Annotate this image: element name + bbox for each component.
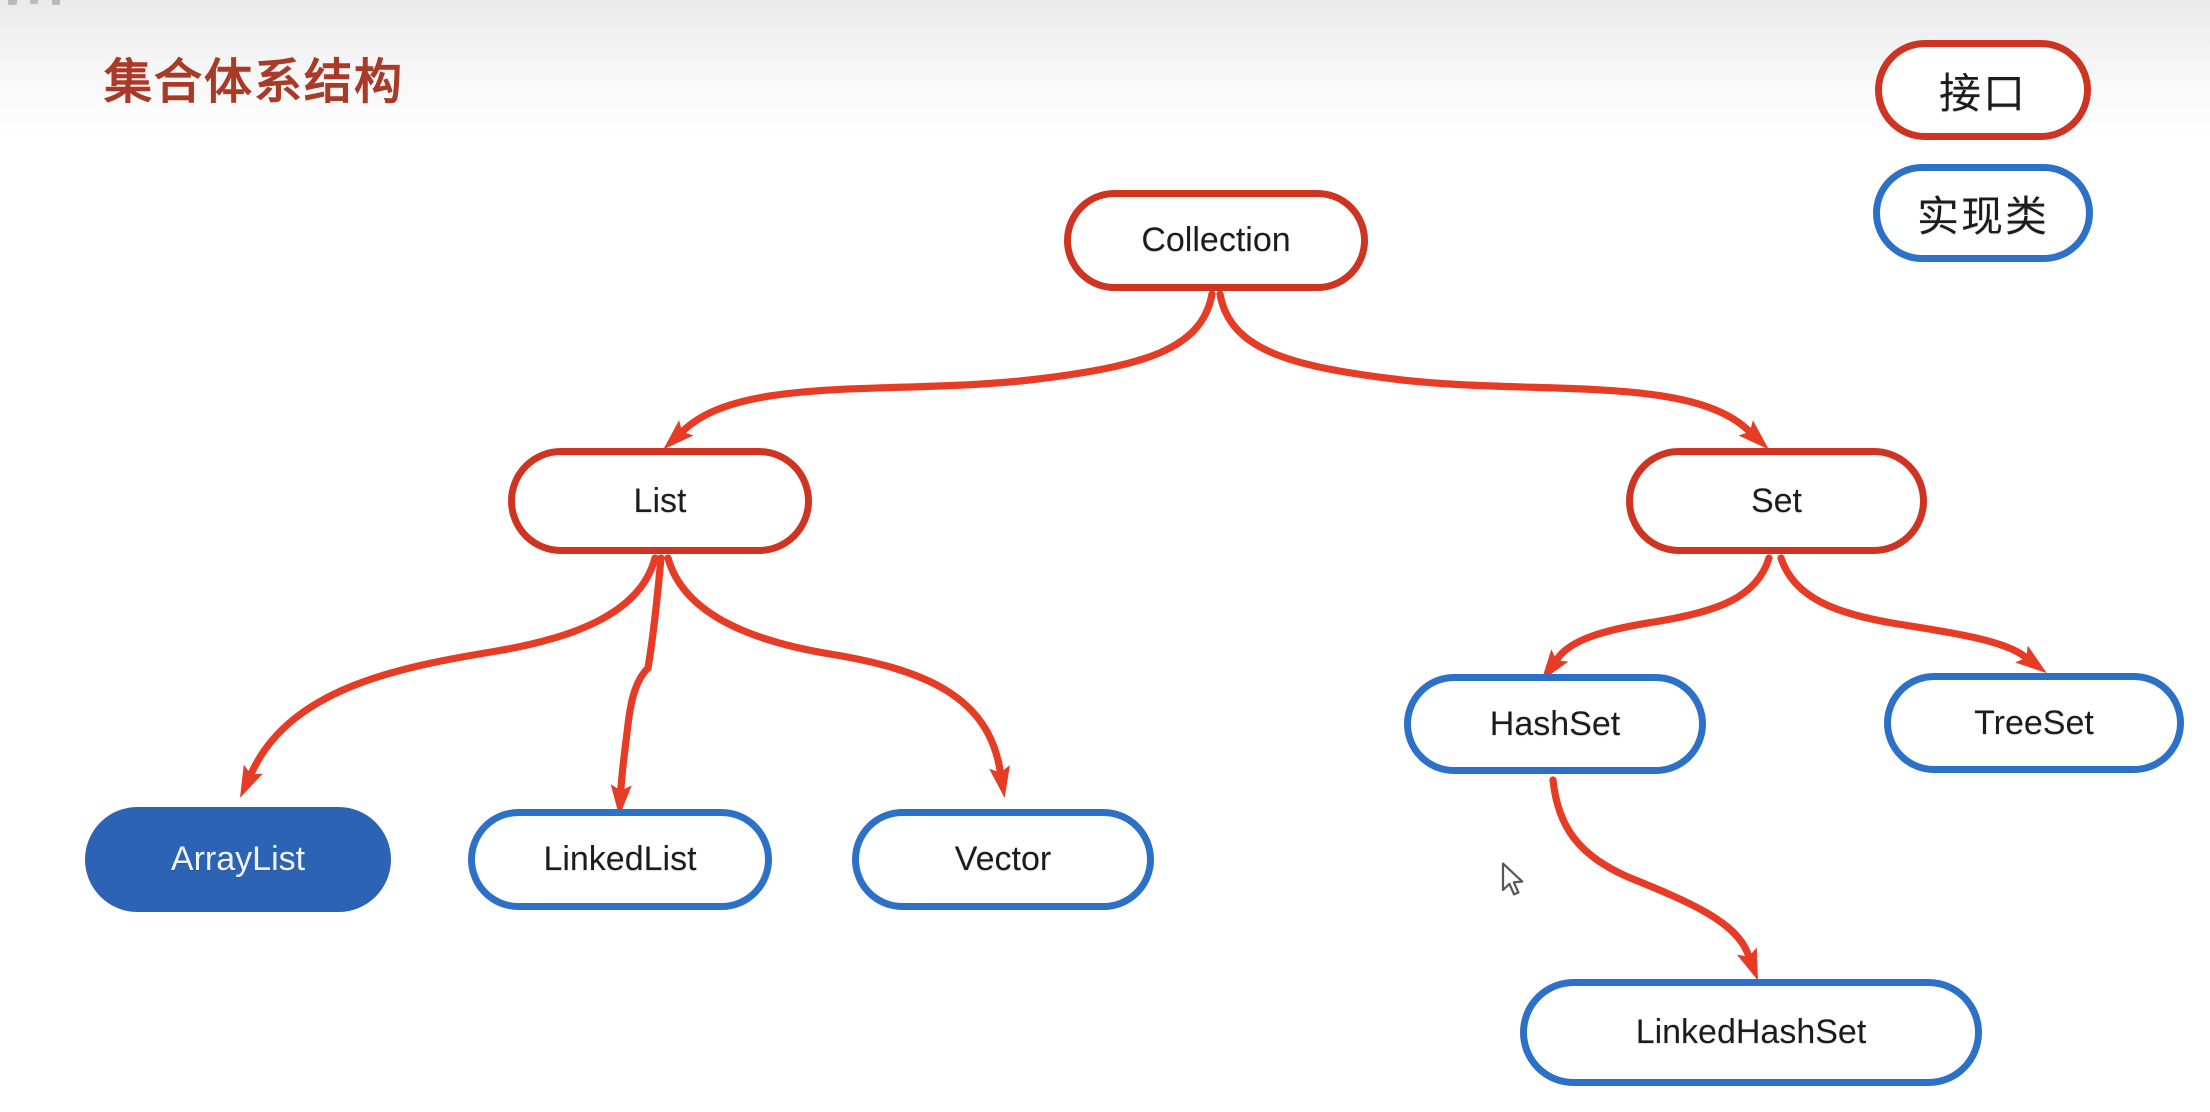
edge-hashset-to-linkedhashset	[1549, 776, 1759, 981]
node-linkedlist: LinkedList	[468, 809, 772, 910]
top-edge-speck	[30, 0, 38, 4]
node-hashset: HashSet	[1404, 674, 1706, 774]
node-treeset: TreeSet	[1884, 673, 2184, 773]
node-hashset-label: HashSet	[1489, 704, 1621, 743]
top-edge-speck	[8, 0, 17, 5]
node-collection-label: Collection	[1141, 221, 1291, 259]
node-set-label: Set	[1750, 481, 1803, 520]
node-vector: Vector	[852, 809, 1154, 910]
edge-collection-to-list	[663, 290, 1216, 450]
node-arraylist: ArrayList	[85, 807, 391, 912]
legend-implementation-label: 实现类	[1916, 192, 2049, 240]
top-edge-speck	[52, 0, 60, 5]
edge-list-to-vector	[664, 554, 1010, 799]
node-list: List	[508, 448, 812, 554]
node-linkedhashset-label: LinkedHashSet	[1635, 1013, 1867, 1051]
node-set: Set	[1626, 448, 1927, 554]
node-treeset-label: TreeSet	[1974, 703, 2094, 742]
edge-list-to-arraylist	[239, 554, 659, 798]
edge-set-to-treeset	[1777, 554, 2047, 674]
legend-implementation-pill: 实现类	[1873, 164, 2093, 262]
edge-set-to-hashset	[1541, 554, 1773, 682]
node-collection: Collection	[1064, 190, 1368, 291]
node-linkedhashset: LinkedHashSet	[1520, 979, 1982, 1086]
edge-collection-to-set	[1216, 290, 1769, 450]
node-arraylist-label: ArrayList	[170, 840, 306, 878]
legend-interface-label: 接口	[1938, 69, 2027, 117]
mouse-cursor-icon	[1501, 862, 1524, 896]
page-title: 集合体系结构	[104, 56, 405, 109]
node-linkedlist-label: LinkedList	[543, 840, 697, 878]
node-list-label: List	[633, 481, 687, 520]
node-vector-label: Vector	[954, 840, 1052, 878]
legend-interface-pill: 接口	[1875, 40, 2091, 140]
edge-list-to-linkedlist	[610, 554, 665, 817]
